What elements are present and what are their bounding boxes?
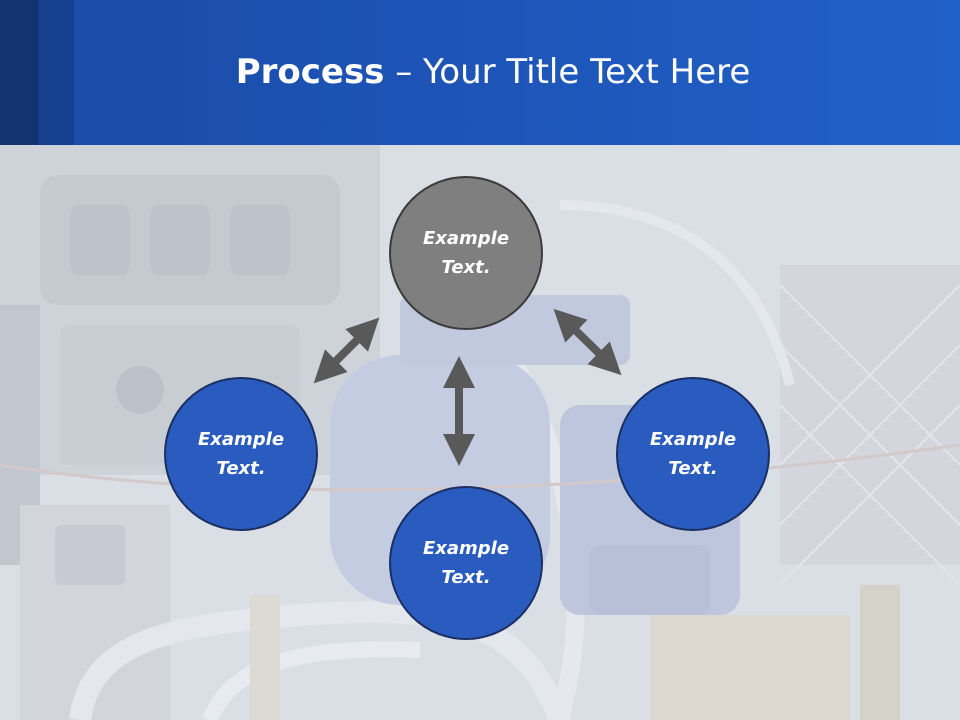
node-left-line1: Example — [197, 429, 285, 450]
node-left-line2: Text. — [216, 458, 266, 479]
node-bottom-line2: Text. — [441, 567, 491, 588]
header-accent-mid — [38, 0, 74, 145]
slide-title[interactable]: Process – Your Title Text Here — [0, 52, 960, 92]
node-top-line1: Example — [422, 228, 510, 249]
title-bar: Process – Your Title Text Here — [0, 0, 960, 145]
arrow-top-right — [553, 308, 622, 376]
node-right-line1: Example — [649, 429, 737, 450]
arrow-top-left — [313, 317, 380, 384]
title-rest: – Your Title Text Here — [384, 52, 751, 92]
title-keyword: Process — [235, 52, 385, 92]
node-top-line2: Text. — [441, 257, 491, 278]
header-accent-dark — [0, 0, 38, 145]
node-bottom-line1: Example — [422, 538, 510, 559]
node-right-line2: Text. — [668, 458, 718, 479]
